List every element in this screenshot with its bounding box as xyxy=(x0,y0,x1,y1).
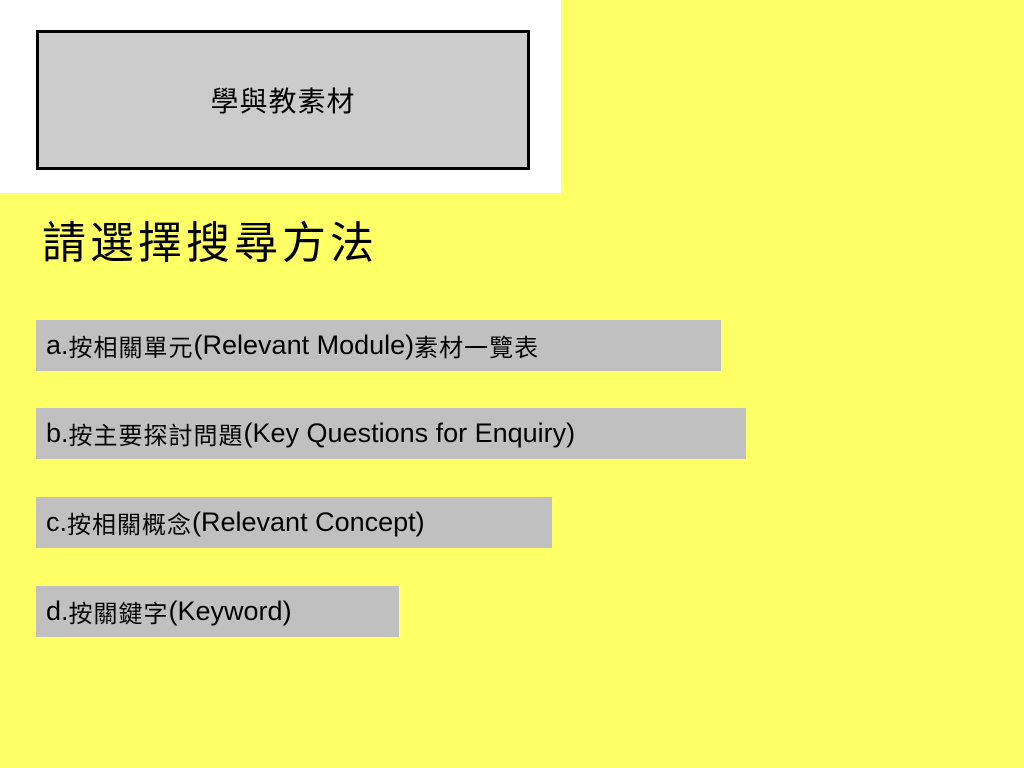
key-questions-button[interactable]: b.按主要探討問題(Key Questions for Enquiry) xyxy=(36,408,746,459)
option-zh-label: 按相關概念 xyxy=(67,511,193,539)
option-zh-suffix: 素材一覽表 xyxy=(414,334,540,362)
page-title: 學與教素材 xyxy=(210,85,356,118)
option-en-label: (Relevant Module) xyxy=(193,330,415,360)
option-prefix: b. xyxy=(46,418,69,448)
option-prefix: d. xyxy=(46,596,69,626)
option-en-label: (Keyword) xyxy=(168,596,292,626)
option-en-label: (Relevant Concept) xyxy=(192,507,425,537)
relevant-concept-button[interactable]: c.按相關概念(Relevant Concept) xyxy=(36,497,552,548)
relevant-module-button[interactable]: a.按相關單元(Relevant Module)素材一覽表 xyxy=(36,320,721,371)
header-panel: 學與教素材 xyxy=(0,0,561,193)
keyword-button[interactable]: d.按關鍵字(Keyword) xyxy=(36,586,399,637)
option-prefix: c. xyxy=(46,507,68,537)
option-zh-label: 按相關單元 xyxy=(68,334,194,362)
search-method-heading: 請選擇搜尋方法 xyxy=(42,218,378,269)
option-prefix: a. xyxy=(46,330,69,360)
option-zh-label: 按主要探討問題 xyxy=(68,422,244,450)
option-zh-label: 按關鍵字 xyxy=(68,600,169,628)
option-en-label: (Key Questions for Enquiry) xyxy=(243,418,576,448)
title-box: 學與教素材 xyxy=(36,30,530,170)
